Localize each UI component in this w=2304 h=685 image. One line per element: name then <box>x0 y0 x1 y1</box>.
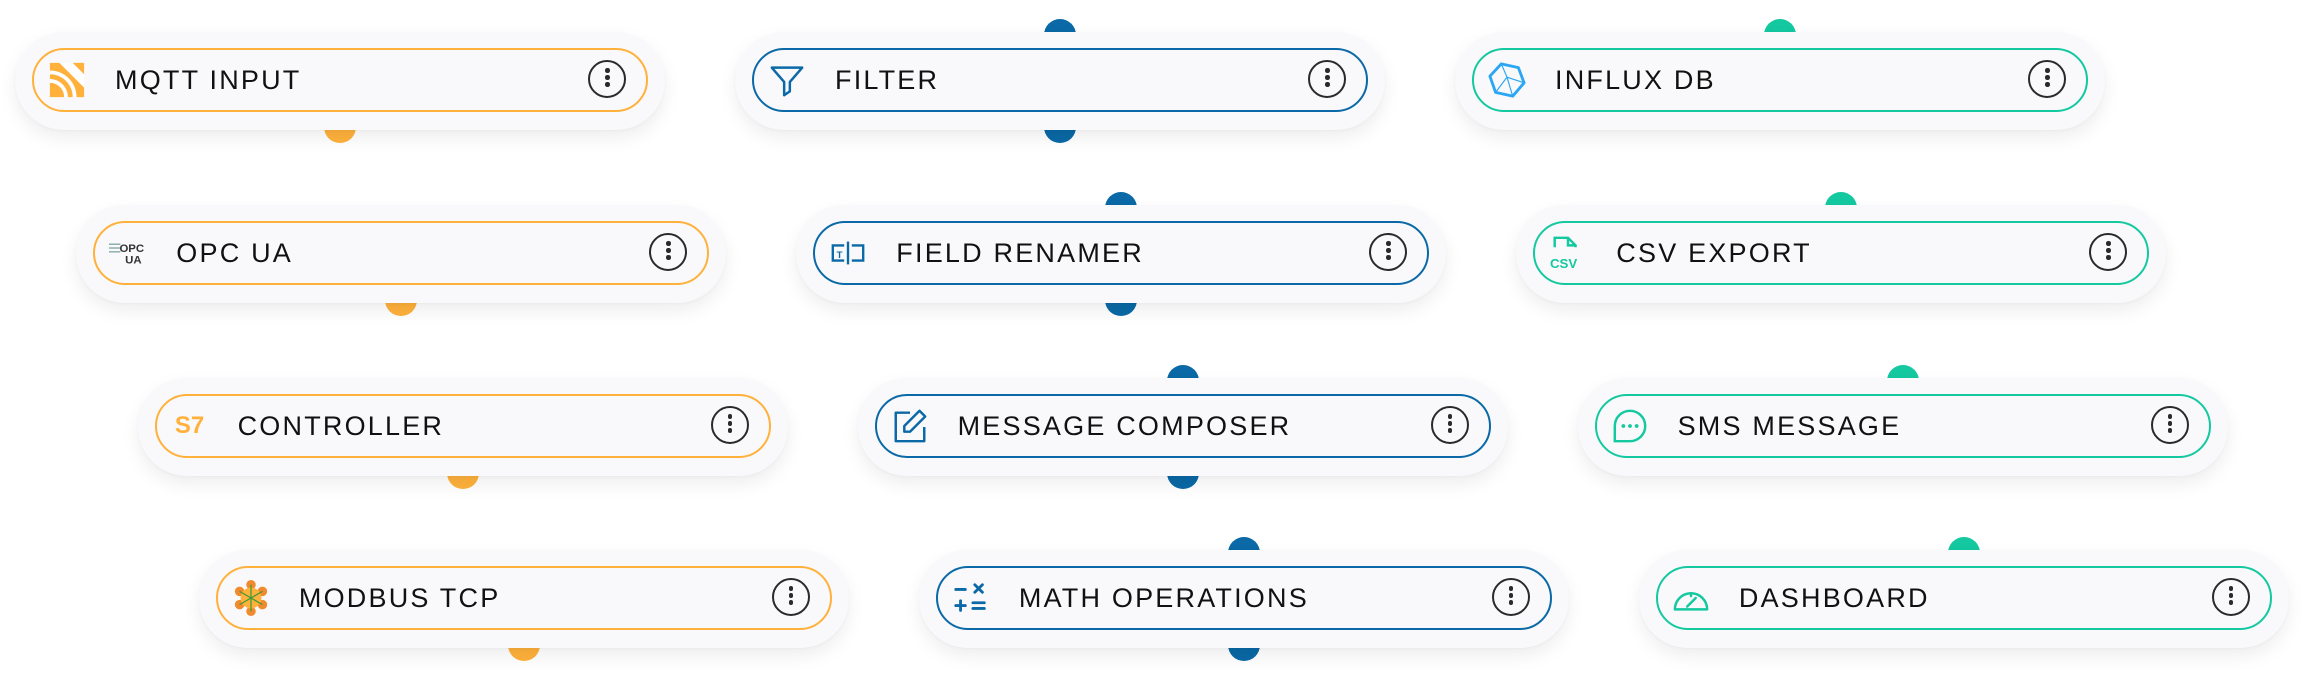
node-pill[interactable]: MESSAGE COMPOSER <box>874 394 1491 458</box>
modbus-icon <box>232 579 270 617</box>
node-pill[interactable]: MATH OPERATIONS <box>935 566 1552 630</box>
mqtt-icon <box>48 61 86 99</box>
more-options-icon[interactable] <box>771 578 810 616</box>
node-card[interactable]: MQTT INPUT <box>15 32 665 130</box>
node-card[interactable]: MODBUS TCP <box>198 550 849 648</box>
node-label: OPC UA <box>176 238 294 268</box>
node-card[interactable]: SMS MESSAGE <box>1577 378 2228 476</box>
node-controller[interactable]: S7 CONTROLLER <box>137 378 788 489</box>
more-options-icon[interactable] <box>1491 578 1530 616</box>
influxdb-icon <box>1488 61 1526 99</box>
more-options-icon[interactable] <box>1430 406 1469 444</box>
s7-icon: S7 <box>174 412 205 439</box>
more-options-icon[interactable] <box>2211 578 2250 616</box>
node-label: FIELD RENAMER <box>896 238 1144 268</box>
math-icon <box>952 579 990 617</box>
field-rename-icon: T <box>829 234 867 272</box>
node-sms-message[interactable]: SMS MESSAGE <box>1577 365 2228 476</box>
node-card[interactable]: DASHBOARD <box>1638 550 2289 648</box>
node-pill[interactable]: FILTER <box>752 48 1368 112</box>
chat-bubble-icon <box>1611 407 1649 445</box>
more-options-icon[interactable] <box>1369 233 1408 271</box>
node-label: MATH OPERATIONS <box>1018 583 1309 613</box>
csv-file-icon: CSV <box>1549 234 1587 272</box>
more-options-icon[interactable] <box>1308 60 1346 98</box>
node-card[interactable]: T FIELD RENAMER <box>796 205 1447 303</box>
node-field-renamer[interactable]: T FIELD RENAMER <box>796 192 1447 316</box>
node-pill[interactable]: MQTT INPUT <box>32 48 648 112</box>
node-pill[interactable]: T FIELD RENAMER <box>813 221 1430 285</box>
node-label: MQTT INPUT <box>115 65 302 95</box>
node-label: CONTROLLER <box>237 411 445 441</box>
node-card[interactable]: INFLUX DB <box>1455 32 2105 130</box>
svg-text:OPC: OPC <box>120 243 145 255</box>
node-pill[interactable]: S7 CONTROLLER <box>154 394 771 458</box>
more-options-icon[interactable] <box>649 233 688 271</box>
node-card[interactable]: FILTER <box>735 32 1385 130</box>
node-pill[interactable]: INFLUX DB <box>1472 48 2088 112</box>
svg-text:T: T <box>837 250 843 261</box>
node-mqtt-input[interactable]: MQTT INPUT <box>15 32 665 143</box>
node-csv-export[interactable]: CSV CSV EXPORT <box>1516 192 2167 303</box>
node-modbus-tcp[interactable]: MODBUS TCP <box>198 550 849 661</box>
node-label: DASHBOARD <box>1738 583 1930 613</box>
node-card[interactable]: MESSAGE COMPOSER <box>857 378 1508 476</box>
node-label: FILTER <box>835 65 940 95</box>
svg-text:UA: UA <box>125 254 141 266</box>
node-pill[interactable]: CSV CSV EXPORT <box>1533 221 2150 285</box>
node-filter[interactable]: FILTER <box>735 19 1385 143</box>
node-card[interactable]: CSV CSV EXPORT <box>1516 205 2167 303</box>
more-options-icon[interactable] <box>710 406 749 444</box>
node-card[interactable]: S7 CONTROLLER <box>137 378 788 476</box>
node-label: MESSAGE COMPOSER <box>957 411 1292 441</box>
node-pill[interactable]: SMS MESSAGE <box>1594 394 2211 458</box>
more-options-icon[interactable] <box>588 60 626 98</box>
node-label: MODBUS TCP <box>298 583 501 613</box>
more-options-icon[interactable] <box>2028 60 2066 98</box>
node-math-operations[interactable]: MATH OPERATIONS <box>918 537 1569 661</box>
node-label: INFLUX DB <box>1555 65 1716 95</box>
more-options-icon[interactable] <box>2150 406 2189 444</box>
node-dashboard[interactable]: DASHBOARD <box>1638 537 2289 648</box>
node-pill[interactable]: MODBUS TCP <box>215 566 832 630</box>
node-message-composer[interactable]: MESSAGE COMPOSER <box>857 365 1508 489</box>
gauge-icon <box>1672 579 1710 617</box>
node-label: CSV EXPORT <box>1616 238 1812 268</box>
node-card[interactable]: MATH OPERATIONS <box>918 550 1569 648</box>
svg-text:CSV: CSV <box>1550 256 1577 271</box>
node-label: SMS MESSAGE <box>1677 411 1902 441</box>
edit-icon <box>891 407 929 445</box>
filter-icon <box>768 61 806 99</box>
node-pill[interactable]: DASHBOARD <box>1655 566 2272 630</box>
more-options-icon[interactable] <box>2089 233 2128 271</box>
node-influx-db[interactable]: INFLUX DB <box>1455 19 2105 130</box>
